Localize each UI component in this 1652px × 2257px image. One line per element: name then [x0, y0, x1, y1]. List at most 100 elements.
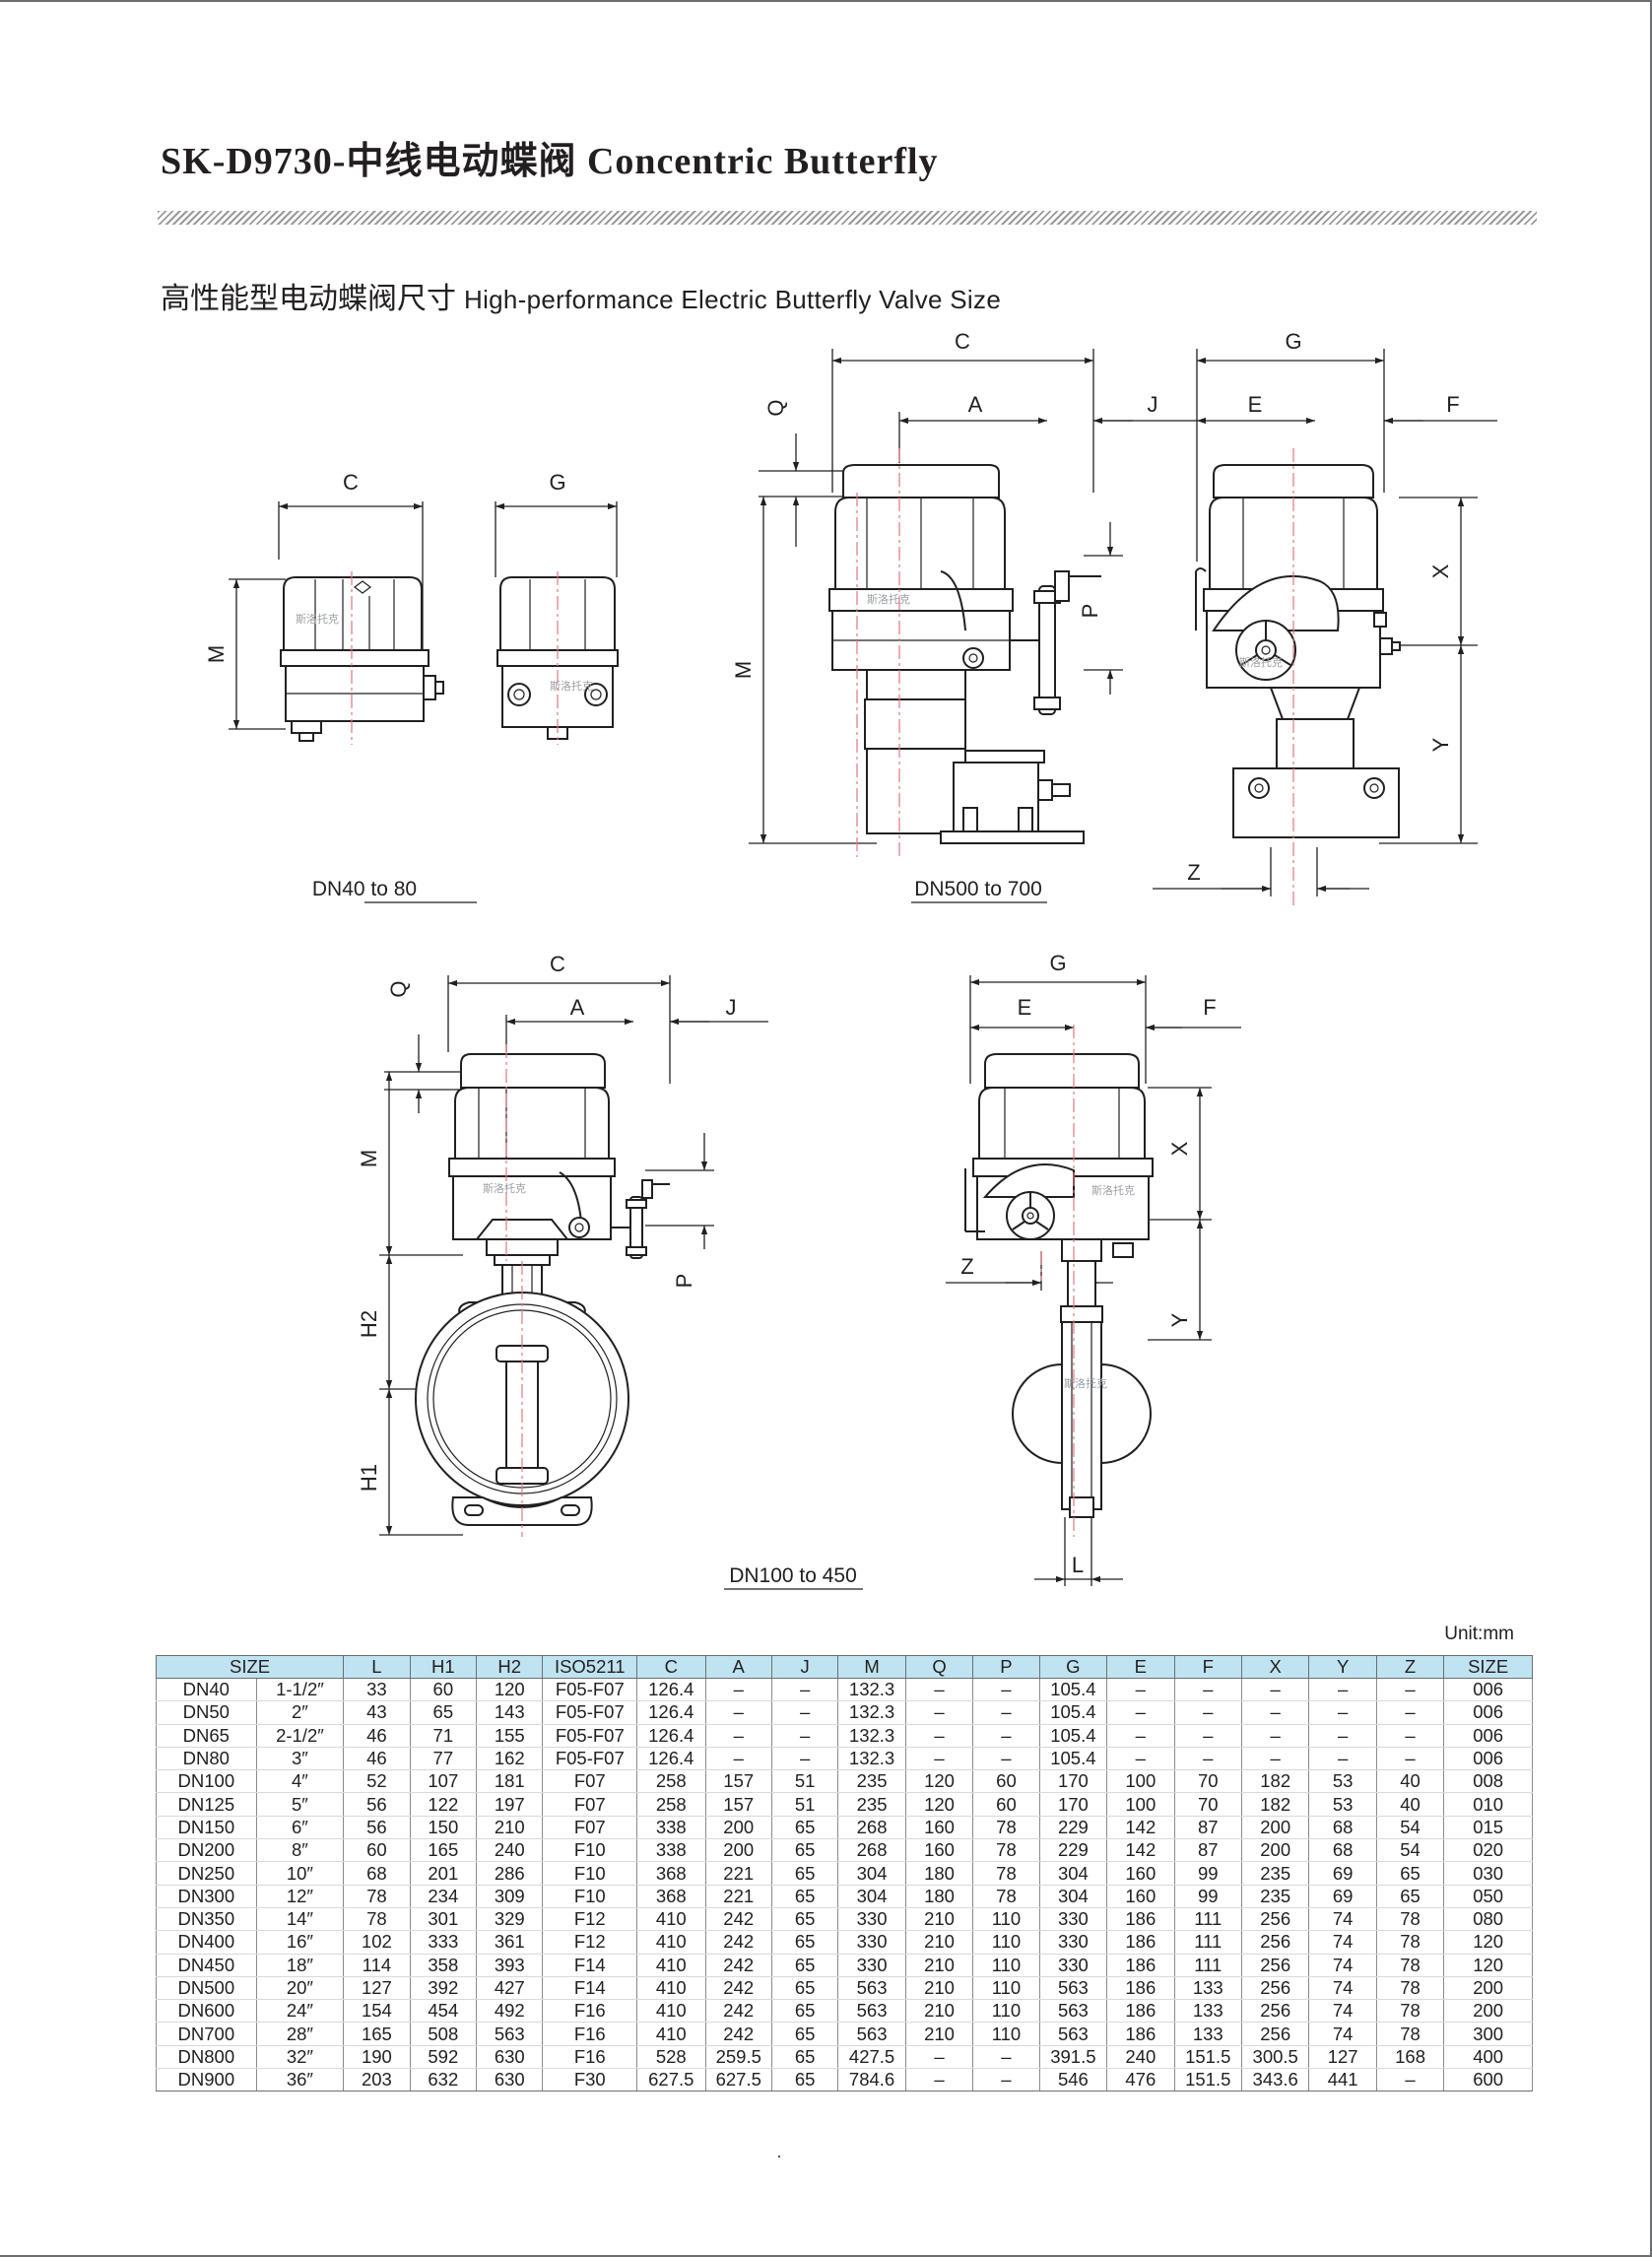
table-cell: –	[972, 1724, 1040, 1748]
table-cell: 358	[409, 1954, 478, 1977]
table-cell: 70	[1173, 1769, 1242, 1794]
table-cell: 74	[1308, 2022, 1377, 2046]
table-cell: –	[704, 1747, 772, 1771]
table-cell: F05-F07	[542, 1747, 638, 1771]
table-cell: 142	[1106, 1838, 1175, 1863]
table-cell: 1-1/2″	[255, 1678, 345, 1702]
table-cell: 133	[1173, 2022, 1242, 2046]
table-cell: –	[1240, 1678, 1310, 1702]
table-cell: DN400	[156, 1930, 257, 1955]
table-cell: 69	[1308, 1885, 1377, 1908]
table-cell: 197	[476, 1792, 544, 1817]
table-cell: 87	[1173, 1816, 1242, 1840]
table-cell: F14	[542, 1954, 638, 1977]
table-cell: 259.5	[704, 2045, 772, 2070]
dim-label-z: Z	[1187, 860, 1200, 885]
table-cell: 52	[343, 1769, 411, 1794]
table-cell: F07	[542, 1792, 638, 1817]
table-cell: –	[1106, 1747, 1175, 1771]
dim-label-c: C	[955, 329, 970, 354]
table-cell: 160	[904, 1838, 974, 1863]
table-cell: 53	[1308, 1792, 1377, 1817]
hatched-divider	[158, 211, 1537, 225]
table-cell: 51	[770, 1769, 839, 1794]
table-cell: 240	[476, 1838, 544, 1863]
table-cell: 32″	[255, 2045, 345, 2070]
table-cell: F16	[542, 1999, 638, 2024]
drawing-dn100-450-side: C A J Q M H2 H1 P	[357, 952, 768, 1537]
table-cell: 242	[704, 1930, 772, 1955]
table-cell: 120	[1443, 1930, 1533, 1955]
table-cell: 160	[1106, 1885, 1175, 1908]
table-cell: 528	[636, 2045, 706, 2070]
table-cell: –	[1308, 1724, 1377, 1748]
table-cell: –	[904, 2068, 974, 2092]
table-cell: 151.5	[1173, 2068, 1242, 2092]
table-cell: F12	[542, 1907, 638, 1932]
table-cell: 78	[1375, 1930, 1445, 1955]
dim-label-a: A	[570, 995, 585, 1020]
table-cell: 242	[704, 2022, 772, 2046]
table-cell: 110	[972, 1954, 1040, 1977]
table-cell: 78	[1375, 2022, 1445, 2046]
table-cell: 186	[1106, 1907, 1175, 1932]
table-cell: F10	[542, 1861, 638, 1886]
dim-label-c: C	[343, 470, 359, 495]
table-cell: DN200	[156, 1838, 257, 1863]
watermark-text: 斯洛托克	[1091, 1183, 1135, 1197]
table-cell: 343.6	[1240, 2068, 1310, 2092]
table-cell: 4″	[255, 1769, 345, 1794]
column-header-x: X	[1240, 1655, 1310, 1679]
table-cell: 258	[636, 1769, 706, 1794]
table-cell: 5″	[255, 1792, 345, 1817]
dim-label-z: Z	[960, 1254, 973, 1279]
table-cell: 203	[343, 2068, 411, 2092]
table-cell: 170	[1038, 1769, 1108, 1794]
table-cell: 28″	[255, 2022, 345, 2046]
dim-label-f: F	[1203, 995, 1216, 1020]
table-cell: DN700	[156, 2022, 257, 2046]
dim-label-c: C	[550, 952, 565, 976]
table-cell: DN125	[156, 1792, 257, 1817]
dim-label-g: G	[549, 470, 565, 495]
table-cell: 563	[837, 2022, 906, 2046]
table-cell: 020	[1443, 1838, 1533, 1863]
drawing-dn500-700-side: C A J Q M P	[731, 329, 1197, 857]
table-cell: 69	[1308, 1861, 1377, 1886]
table-cell: –	[972, 1700, 1040, 1725]
table-cell: 600	[1443, 2068, 1533, 2092]
column-header-a: A	[704, 1655, 772, 1679]
table-cell: 60	[972, 1792, 1040, 1817]
table-cell: DN50	[156, 1700, 257, 1725]
table-cell: 256	[1240, 1999, 1310, 2024]
table-cell: 78	[972, 1885, 1040, 1908]
table-cell: 78	[1375, 1907, 1445, 1932]
table-cell: 268	[837, 1838, 906, 1863]
table-cell: 186	[1106, 1976, 1175, 2001]
table-cell: –	[904, 1747, 974, 1771]
dim-label-e: E	[1248, 392, 1263, 417]
table-cell: DN300	[156, 1885, 257, 1908]
table-cell: 200	[1443, 1999, 1533, 2024]
table-cell: –	[770, 1724, 839, 1748]
table-cell: 132.3	[837, 1724, 906, 1748]
table-cell: 150	[409, 1816, 478, 1840]
table-cell: F12	[542, 1930, 638, 1955]
table-cell: 78	[972, 1861, 1040, 1886]
table-cell: –	[770, 1747, 839, 1771]
table-cell: 68	[343, 1861, 411, 1886]
table-cell: 427.5	[837, 2045, 906, 2070]
table-cell: 127	[343, 1976, 411, 2001]
table-cell: 60	[972, 1769, 1040, 1794]
table-cell: 126.4	[636, 1700, 706, 1725]
table-cell: 110	[972, 1930, 1040, 1955]
table-cell: 127	[1308, 2045, 1377, 2070]
table-cell: 563	[837, 1976, 906, 2001]
table-cell: 632	[409, 2068, 478, 2092]
